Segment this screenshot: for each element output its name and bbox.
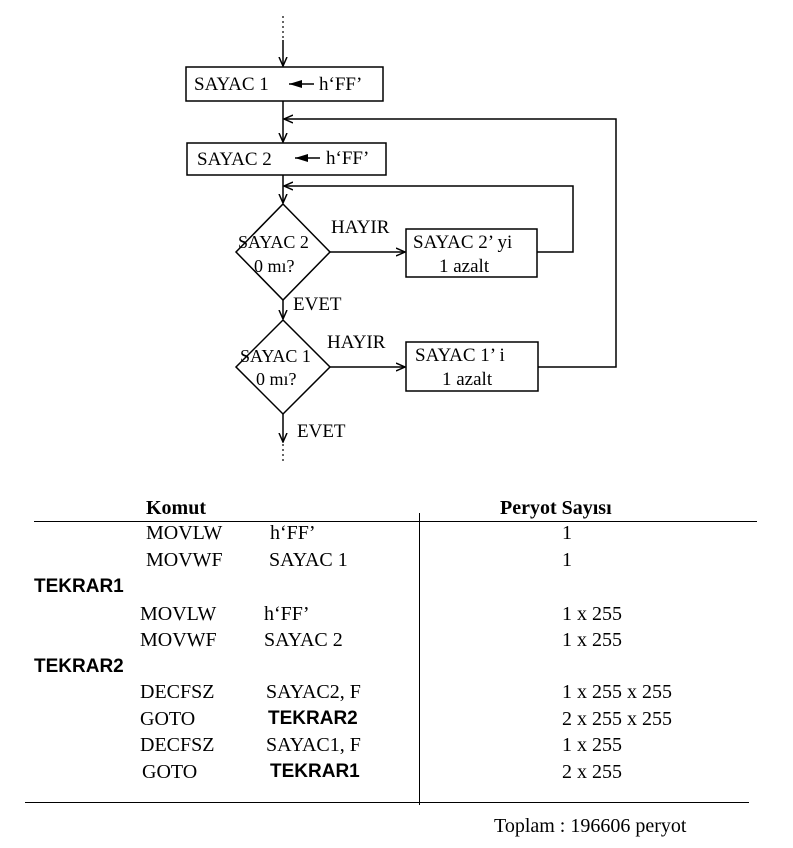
row-arg: SAYAC 1 [269,549,348,571]
row-op: DECFSZ [140,734,215,756]
total-cycles: Toplam : 196606 peryot [494,815,687,837]
row-cycles: 1 x 255 x 255 [562,681,672,703]
row-op: MOVLW [146,522,223,544]
row-arg: SAYAC 2 [264,629,343,651]
row-cycles: 1 x 255 [562,734,622,756]
row-op: GOTO [140,708,196,730]
decrement-sayac1-box [405,341,539,392]
decision1-line2: 0 mı? [254,256,295,276]
row-op: GOTO [142,761,198,783]
row-op: MOVLW [140,603,217,625]
init-sayac2-label: SAYAC 2 [197,149,272,170]
dec-sayac2-line1: SAYAC 2’ yi [413,232,512,253]
row-op: MOVWF [146,549,223,571]
dec-sayac1-line2: 1 azalt [442,369,493,390]
row-arg: h‘FF’ [264,603,310,625]
init-sayac1-label: SAYAC 1 [194,74,269,95]
header-cycles: Peryot Sayısı [500,497,612,519]
row-arg: TEKRAR2 [268,708,358,729]
decision1-line1: SAYAC 2 [238,232,309,252]
table-bottom-rule [25,802,749,803]
yes-label-1: EVET [293,294,342,315]
init-sayac2-box [186,142,387,176]
label-tekrar2: TEKRAR2 [34,656,124,677]
row-op: MOVWF [140,629,217,651]
row-arg: TEKRAR1 [270,761,360,782]
dec-sayac2-line2: 1 azalt [439,256,490,277]
row-op: DECFSZ [140,681,215,703]
row-arg: h‘FF’ [270,522,316,544]
decision-sayac2-zero [234,202,332,302]
header-command: Komut [146,497,206,519]
loop-flowchart: SAYAC 1 h‘FF’ SAYAC 2 h‘FF’ SAYAC 2 0 mı… [185,16,617,462]
yes-label-2: EVET [297,421,346,442]
no-label-1: HAYIR [331,217,390,238]
row-arg: SAYAC1, F [266,734,361,756]
decision2-line1: SAYAC 1 [240,346,311,366]
table-column-divider [419,513,420,805]
decision2-line2: 0 mı? [256,369,297,389]
dec-sayac1-line1: SAYAC 1’ i [415,345,505,366]
row-cycles: 1 x 255 [562,603,622,625]
table-top-rule [34,521,757,522]
no-label-2: HAYIR [327,332,386,353]
row-cycles: 2 x 255 x 255 [562,708,672,730]
decrement-sayac2-box [405,228,538,278]
label-tekrar1: TEKRAR1 [34,576,124,597]
row-cycles: 1 x 255 [562,629,622,651]
row-arg: SAYAC2, F [266,681,361,703]
decision-sayac1-zero [234,318,332,416]
row-cycles: 1 [562,522,572,544]
init-sayac1-value: h‘FF’ [319,74,362,95]
init-sayac1-box [185,66,384,102]
outer-loop-back-line [284,119,617,368]
row-cycles: 2 x 255 [562,761,622,783]
inner-loop-back-line [284,186,574,253]
row-cycles: 1 [562,549,572,571]
init-sayac2-value: h‘FF’ [326,148,369,169]
